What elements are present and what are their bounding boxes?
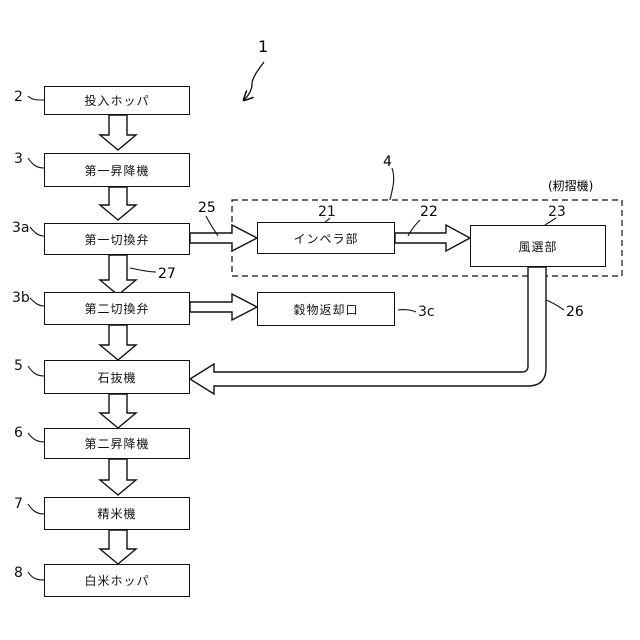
ref-25: 25 bbox=[198, 200, 216, 216]
box-grain-return-label: 穀物返却口 bbox=[293, 301, 358, 318]
ref-5: 5 bbox=[14, 358, 23, 374]
ref-3: 3 bbox=[14, 151, 23, 167]
ref-6: 6 bbox=[14, 425, 23, 441]
ref-2: 2 bbox=[14, 89, 23, 105]
box-winnower-label: 風選部 bbox=[518, 238, 557, 255]
figure-pointer bbox=[244, 62, 264, 100]
ref-21: 21 bbox=[318, 204, 336, 220]
box-valve2-label: 第二切換弁 bbox=[84, 300, 149, 317]
ref-3b: 3b bbox=[12, 290, 30, 306]
box-valve2: 第二切換弁 bbox=[44, 292, 190, 325]
box-impeller: インペラ部 bbox=[257, 222, 395, 254]
husker-label: (籾摺機) bbox=[548, 178, 593, 193]
box-hopper-in: 投入ホッパ bbox=[44, 86, 190, 115]
box-polisher-label: 精米機 bbox=[97, 505, 136, 522]
box-hopper-out: 白米ホッパ bbox=[44, 564, 190, 597]
ref-23: 23 bbox=[548, 204, 566, 220]
box-elevator1: 第一昇降機 bbox=[44, 153, 190, 187]
box-stone-remover: 石抜機 bbox=[44, 360, 190, 394]
box-polisher: 精米機 bbox=[44, 497, 190, 530]
figure-number: 1 bbox=[258, 37, 268, 56]
ref-8: 8 bbox=[14, 565, 23, 581]
box-elevator1-label: 第一昇降機 bbox=[84, 162, 149, 179]
box-winnower: 風選部 bbox=[470, 225, 606, 267]
box-valve1: 第一切換弁 bbox=[44, 223, 190, 255]
ref-3c: 3c bbox=[418, 304, 435, 320]
ref-7: 7 bbox=[14, 496, 23, 512]
ref-26: 26 bbox=[566, 304, 584, 320]
box-elevator2: 第二昇降機 bbox=[44, 428, 190, 459]
box-impeller-label: インペラ部 bbox=[293, 230, 358, 247]
ref-26-leader bbox=[546, 300, 564, 310]
box-elevator2-label: 第二昇降機 bbox=[84, 435, 149, 452]
husker-ref: 4 bbox=[383, 154, 392, 170]
box-stone-remover-label: 石抜機 bbox=[97, 369, 136, 386]
box-hopper-in-label: 投入ホッパ bbox=[84, 92, 149, 109]
husker-ref-leader bbox=[390, 168, 394, 200]
ref-3a: 3a bbox=[12, 220, 30, 236]
box-valve1-label: 第一切換弁 bbox=[84, 231, 149, 248]
ref-27-leader bbox=[130, 268, 156, 272]
box-grain-return: 穀物返却口 bbox=[257, 292, 395, 326]
winnower-return-arrow bbox=[190, 267, 546, 394]
box-hopper-out-label: 白米ホッパ bbox=[84, 572, 149, 589]
ref-27: 27 bbox=[158, 266, 176, 282]
ref-22: 22 bbox=[420, 204, 438, 220]
